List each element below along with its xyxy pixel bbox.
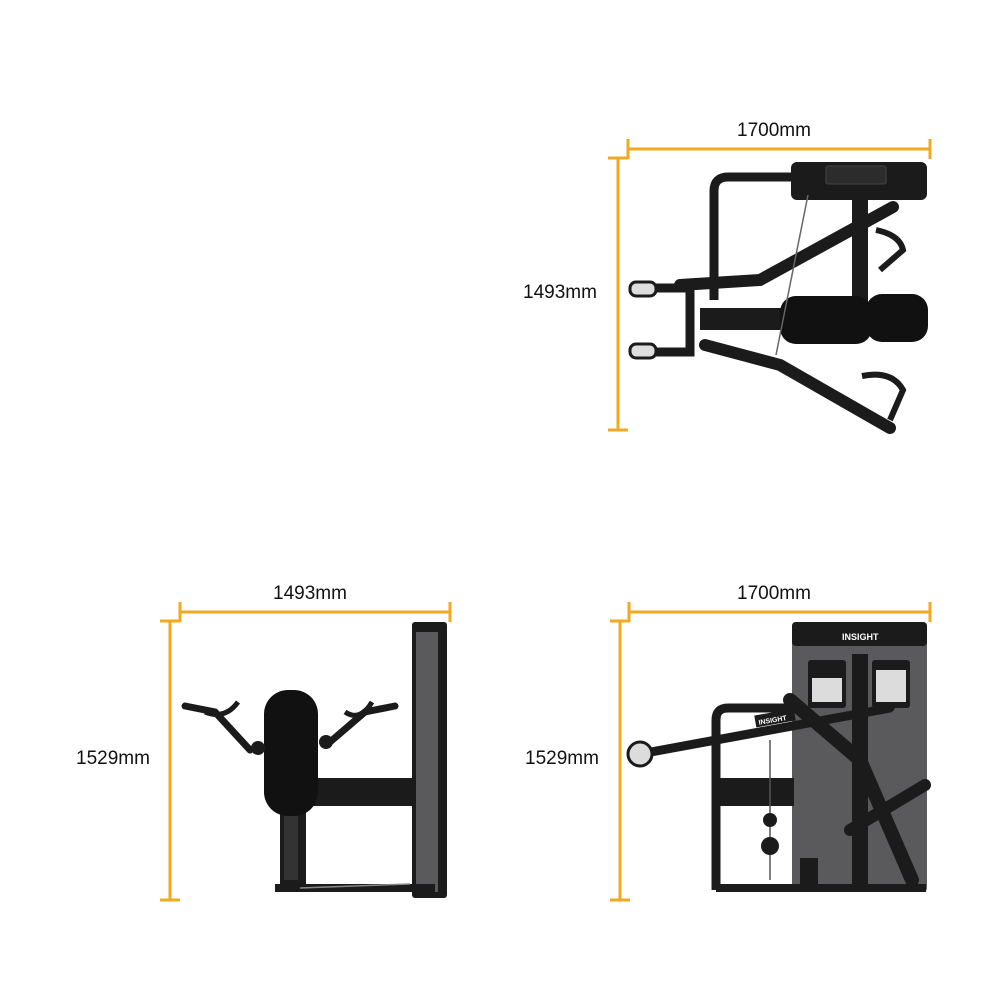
top-view-width-label: 1700mm <box>737 120 811 141</box>
side-view-width-label: 1493mm <box>273 583 347 604</box>
arm-brand-text: INSIGHT <box>758 715 788 727</box>
front-brand-text: INSIGHT <box>842 632 879 642</box>
top-view-depth-label: 1493mm <box>523 282 597 303</box>
front-view-height-label: 1529mm <box>525 748 599 769</box>
top-view-machine <box>628 162 928 434</box>
front-view-width-label: 1700mm <box>737 583 811 604</box>
side-view-machine <box>181 622 447 898</box>
front-view-machine: INSIGHT INSIGHT <box>626 622 931 892</box>
side-view-height-label: 1529mm <box>76 748 150 769</box>
dimension-lines <box>160 139 932 902</box>
